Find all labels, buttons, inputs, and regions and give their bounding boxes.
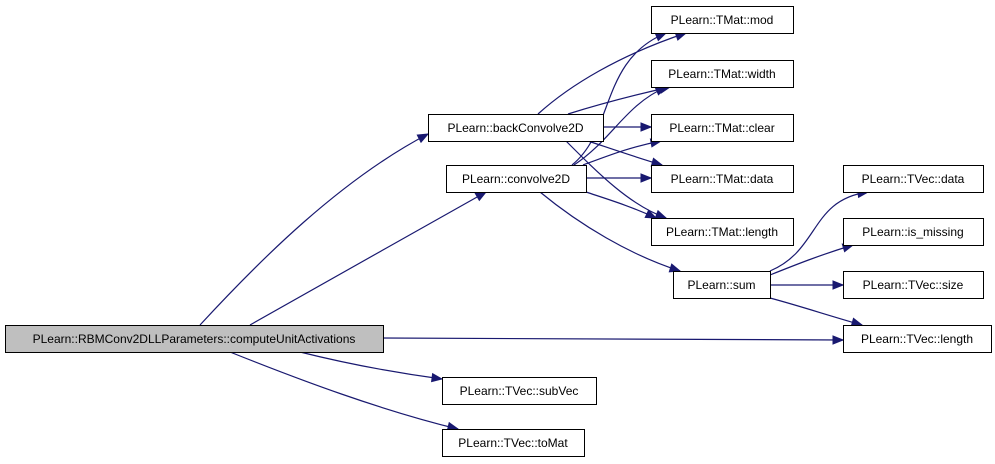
edge-line — [573, 86, 667, 166]
edge-arrowhead — [654, 209, 668, 219]
edge-line — [571, 32, 667, 166]
node-conv[interactable]: PLearn::convolve2D — [446, 165, 587, 193]
node-box[interactable] — [651, 165, 794, 193]
node-label: PLearn::TVec::subVec — [460, 384, 579, 398]
node-label: PLearn::RBMConv2DLLParameters::computeUn… — [33, 332, 356, 346]
node-box[interactable] — [843, 218, 984, 246]
node-vlen[interactable]: PLearn::TVec::length — [843, 325, 992, 353]
edge-line — [567, 86, 671, 115]
node-tomat[interactable]: PLearn::TVec::toMat — [442, 429, 585, 457]
node-label: PLearn::TVec::data — [862, 172, 965, 186]
node-label: PLearn::TVec::length — [861, 332, 973, 346]
edge-line — [199, 133, 429, 326]
node-box[interactable] — [428, 114, 604, 142]
edge-root-to-back — [199, 133, 430, 326]
node-label: PLearn::TMat::width — [668, 67, 775, 81]
node-label: PLearn::TVec::toMat — [458, 436, 568, 450]
edge-conv-to-mdata — [586, 173, 653, 183]
edge-arrowhead — [668, 263, 682, 273]
edge-arrowhead — [416, 133, 430, 144]
node-mod[interactable]: PLearn::TMat::mod — [651, 6, 794, 34]
edge-root-to-tomat — [229, 351, 460, 432]
node-clear[interactable]: PLearn::TMat::clear — [651, 114, 794, 142]
node-label: PLearn::TMat::data — [671, 172, 774, 186]
node-box[interactable] — [651, 218, 794, 246]
edge-arrowhead — [832, 280, 845, 290]
node-label: PLearn::is_missing — [862, 225, 963, 239]
edge-arrowhead — [431, 372, 444, 383]
node-box[interactable] — [651, 60, 794, 88]
node-box[interactable] — [446, 165, 587, 193]
node-box[interactable] — [843, 165, 984, 193]
node-mlen[interactable]: PLearn::TMat::length — [651, 218, 794, 246]
edge-sum-to-vsize — [770, 280, 845, 290]
edge-sum-to-vlen — [769, 297, 864, 327]
edge-arrowhead — [850, 317, 864, 327]
edge-line — [249, 191, 487, 326]
node-box[interactable] — [442, 377, 597, 405]
edge-line — [769, 244, 854, 276]
node-root[interactable]: PLearn::RBMConv2DLLParameters::computeUn… — [5, 325, 384, 353]
node-width[interactable]: PLearn::TMat::width — [651, 60, 794, 88]
edge-line — [539, 191, 681, 272]
edge-conv-to-mlen — [585, 191, 658, 219]
node-box[interactable] — [843, 271, 984, 299]
node-label: PLearn::backConvolve2D — [447, 121, 583, 135]
edge-back-to-mod — [537, 31, 688, 115]
edge-line — [769, 191, 869, 272]
edge-arrowhead — [654, 32, 668, 42]
edge-root-to-vlen — [377, 335, 845, 345]
node-box[interactable] — [5, 325, 384, 353]
edge-root-to-subvec — [299, 351, 444, 383]
edge-arrowhead — [640, 122, 653, 132]
edge-back-to-clear — [603, 122, 653, 132]
node-label: PLearn::TVec::size — [863, 278, 964, 292]
node-back[interactable]: PLearn::backConvolve2D — [428, 114, 604, 142]
edge-line — [585, 191, 657, 219]
edge-line — [769, 297, 863, 326]
edge-line — [565, 140, 667, 219]
node-label: PLearn::TMat::length — [666, 225, 778, 239]
node-vsize[interactable]: PLearn::TVec::size — [843, 271, 984, 299]
edge-arrowhead — [650, 157, 664, 167]
node-label: PLearn::TMat::mod — [671, 13, 774, 27]
node-box[interactable] — [442, 429, 585, 457]
edge-arrowhead — [644, 209, 658, 219]
node-vdata[interactable]: PLearn::TVec::data — [843, 165, 984, 193]
node-miss[interactable]: PLearn::is_missing — [843, 218, 984, 246]
edge-line — [377, 337, 844, 341]
edge-line — [229, 351, 459, 430]
node-subvec[interactable]: PLearn::TVec::subVec — [442, 377, 597, 405]
edge-arrowhead — [640, 173, 653, 183]
node-label: PLearn::sum — [687, 278, 755, 292]
edge-line — [299, 351, 443, 380]
node-label: PLearn::TMat::clear — [669, 121, 774, 135]
node-box[interactable] — [673, 271, 771, 299]
node-sum[interactable]: PLearn::sum — [673, 271, 771, 299]
edge-arrowhead — [474, 191, 488, 202]
edge-sum-to-miss — [769, 243, 855, 276]
node-box[interactable] — [843, 325, 992, 353]
node-mdata[interactable]: PLearn::TMat::data — [651, 165, 794, 193]
edge-root-to-conv — [249, 191, 488, 326]
call-graph-edges — [199, 31, 870, 432]
node-box[interactable] — [651, 114, 794, 142]
edge-arrowhead — [832, 335, 845, 345]
node-label: PLearn::convolve2D — [462, 172, 570, 186]
edge-back-to-width — [567, 84, 672, 115]
node-box[interactable] — [651, 6, 794, 34]
call-graph-nodes: PLearn::RBMConv2DLLParameters::computeUn… — [5, 6, 992, 457]
edge-line — [537, 32, 687, 115]
